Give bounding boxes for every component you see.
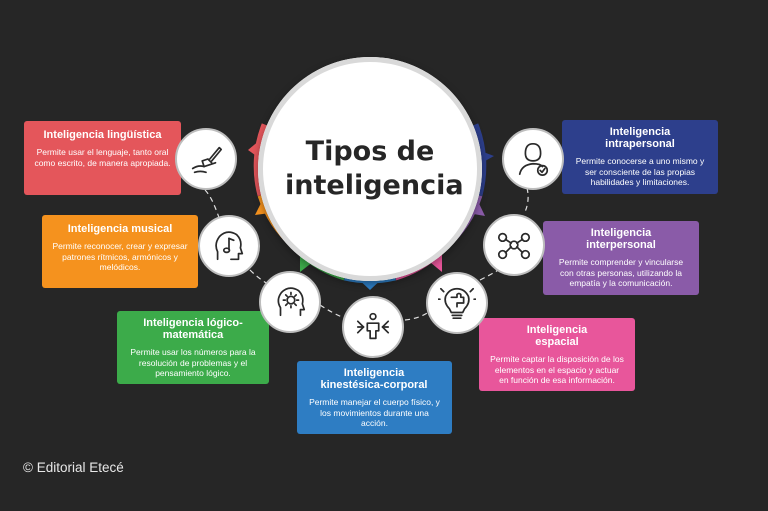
card-title: Inteligencia kinestésica-corporal [320, 367, 428, 391]
card-title: Inteligencia interpersonal [586, 227, 656, 251]
hand-writing-icon [175, 128, 237, 190]
musical-note-head-icon [198, 215, 260, 277]
card-logico: Inteligencia lógico-matemática Permite u… [117, 311, 269, 384]
card-text: Permite conocerse a uno mismo y ser cons… [575, 156, 705, 187]
puzzle-bulb-icon [426, 272, 488, 334]
card-text: Permite reconocer, crear y expresar patr… [52, 241, 188, 272]
card-text: Permite manejar el cuerpo físico, y los … [309, 397, 440, 428]
person-check-icon [502, 128, 564, 190]
card-interpersonal: Inteligencia interpersonal Permite compr… [543, 221, 699, 295]
card-kinestesica: Inteligencia kinestésica-corporal Permit… [297, 361, 452, 434]
center-circle: Tipos de inteligencia [258, 57, 482, 281]
card-title: Inteligencia musical [67, 223, 173, 235]
body-arrows-icon [342, 296, 404, 358]
card-title: Inteligencia espacial [526, 324, 588, 348]
card-text: Permite usar los números para la resoluc… [130, 347, 256, 378]
card-musical: Inteligencia musical Permite reconocer, … [42, 215, 198, 288]
copyright-footer: © Editorial Etecé [23, 460, 124, 475]
card-title: Inteligencia intrapersonal [605, 126, 675, 150]
card-text: Permite comprender y vincularse con otra… [558, 257, 684, 288]
card-espacial: Inteligencia espacial Permite captar la … [479, 318, 635, 391]
card-intrapersonal: Inteligencia intrapersonal Permite conoc… [562, 120, 718, 194]
card-title: Inteligencia lingüística [43, 129, 162, 141]
gear-head-icon [259, 271, 321, 333]
card-title: Inteligencia lógico-matemática [143, 317, 243, 341]
center-title: Tipos de inteligencia [285, 136, 464, 201]
people-network-icon [483, 214, 545, 276]
card-text: Permite captar la disposición de los ele… [490, 354, 624, 385]
card-linguistica: Inteligencia lingüística Permite usar el… [24, 121, 181, 195]
card-text: Permite usar el lenguaje, tanto oral com… [34, 147, 171, 168]
